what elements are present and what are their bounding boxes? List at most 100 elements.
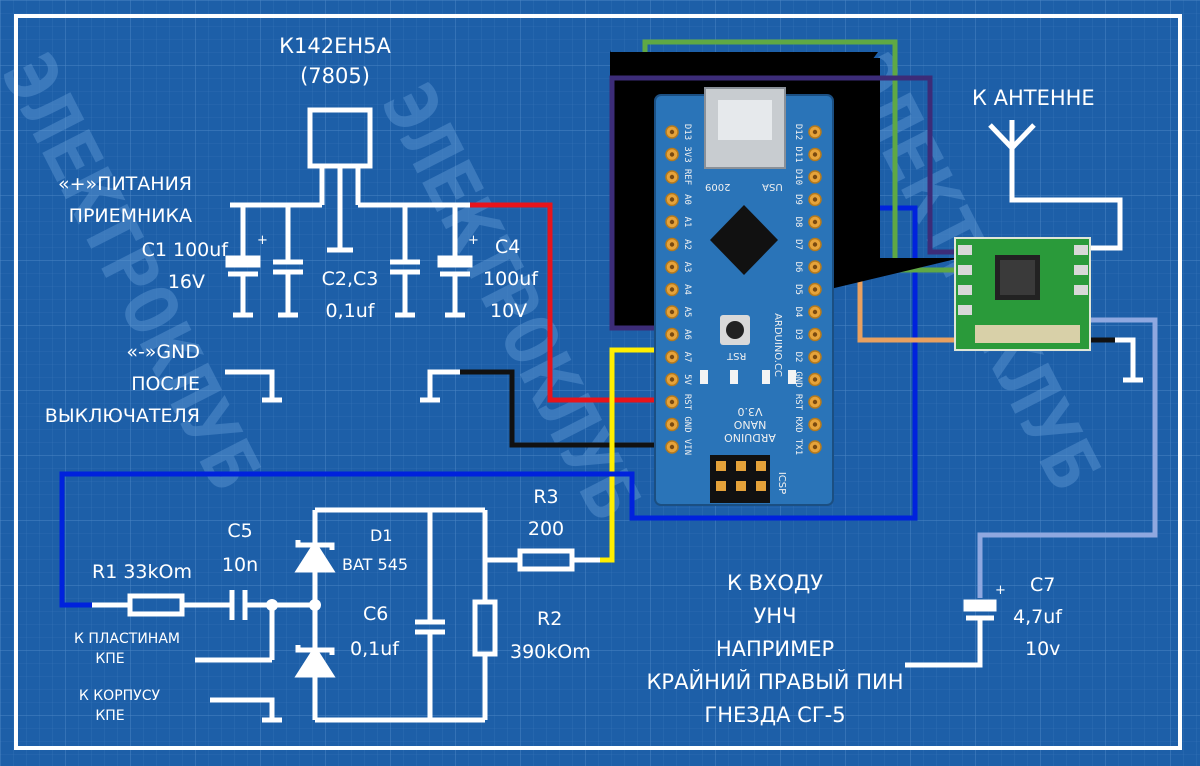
pin-left-hole <box>669 174 675 180</box>
pin-left-hole <box>669 422 675 427</box>
kpe-body-2: КПЕ <box>95 708 125 724</box>
pin-right-hole <box>812 197 818 202</box>
pin-left-hole <box>669 197 675 202</box>
pin-right-hole <box>812 444 818 450</box>
pin-left-hole <box>669 444 675 450</box>
pin-left-label: A6 <box>682 329 692 340</box>
pin-left-label: 3V3 <box>682 146 692 162</box>
gnd-label-3: ВЫКЛЮЧАТЕЛЯ <box>44 405 200 427</box>
power-supply-section <box>225 107 473 318</box>
board-line-3: V3.0 <box>737 405 763 418</box>
wire-purple <box>609 75 960 331</box>
pin-left-label: A4 <box>682 284 692 295</box>
mcu-chip <box>710 205 778 275</box>
c7-symbol <box>905 599 997 668</box>
pin-left-label: D13 <box>682 124 692 140</box>
arduino-year-text: 2009 <box>705 181 731 192</box>
d1-part: BAT 545 <box>342 555 409 574</box>
r2-name: R2 <box>537 608 563 630</box>
pin-right-hole <box>812 422 818 427</box>
r2-value: 390kOm <box>510 641 591 663</box>
c6-name: С6 <box>363 603 389 625</box>
pin-right-hole <box>812 287 818 292</box>
pin-right-hole <box>812 264 818 270</box>
c4-voltage: 10V <box>490 300 528 322</box>
arduino-usa-text: USA <box>762 181 783 192</box>
wire-gnd <box>460 369 675 448</box>
c23-name: С2,С3 <box>321 268 379 290</box>
antenna-wire <box>988 120 1143 383</box>
pin-right-label: RST <box>793 394 803 411</box>
pin-left-hole <box>669 242 675 247</box>
svg-text:+: + <box>468 233 479 248</box>
arduino-rst-text: RST <box>727 350 747 361</box>
pin-right-label: D7 <box>793 239 803 250</box>
kpe-body-1: К КОРПУСУ <box>78 688 160 704</box>
arduino-board-name: ARDUINO NANO V3.0 <box>715 405 785 444</box>
gnd-switch-right <box>427 369 470 400</box>
amp-input-5: ГНЕЗДА СГ-5 <box>704 703 846 727</box>
pin-right-label: D12 <box>793 124 803 140</box>
r3-name: R3 <box>533 486 559 508</box>
pin-right-label: D11 <box>793 146 803 162</box>
amp-input-3: НАПРИМЕР <box>715 637 835 661</box>
pin-left-label: A5 <box>682 307 692 318</box>
pin-right-label: D6 <box>793 262 803 273</box>
antenna-label: К АНТЕННЕ <box>972 86 1095 110</box>
pin-left-hole <box>669 219 675 225</box>
pin-right-hole <box>812 377 818 382</box>
pin-right-label: GND <box>793 371 803 387</box>
pin-left-hole <box>669 399 675 405</box>
c1-voltage: 16V <box>167 271 205 293</box>
c4-name: С4 <box>495 236 521 258</box>
detector-section <box>90 507 600 723</box>
amp-input-4: КРАЙНИЙ ПРАВЫЙ ПИН <box>646 670 904 694</box>
pin-right-label: TX1 <box>793 439 803 455</box>
c23-value: 0,1uf <box>325 300 375 322</box>
pin-left-label: 5V <box>682 374 692 385</box>
pin-left-label: A0 <box>682 194 692 205</box>
pin-right-hole <box>812 399 818 405</box>
pin-right-hole <box>812 309 818 315</box>
pin-left-hole <box>669 152 675 157</box>
arduino-icsp-text: ICSP <box>776 471 788 495</box>
pin-left-label: A1 <box>682 217 692 228</box>
d1-name: D1 <box>370 526 393 545</box>
pin-right-hole <box>812 242 818 247</box>
pin-right-label: D10 <box>793 169 803 185</box>
kpe-plates-2: КПЕ <box>95 651 125 667</box>
pin-left-label: A7 <box>682 352 692 363</box>
gnd-switch-left <box>225 369 275 400</box>
svg-text:+: + <box>995 583 1006 598</box>
board-line-1: ARDUINO <box>724 431 776 444</box>
c5-name: С5 <box>227 520 253 542</box>
pin-left-label: A3 <box>682 262 692 273</box>
pin-right-hole <box>812 332 818 337</box>
c1-name: С1 100uf <box>141 239 228 261</box>
c6-value: 0,1uf <box>350 638 399 660</box>
pin-left-hole <box>669 377 675 382</box>
c7-name: С7 <box>1030 574 1056 596</box>
c7-voltage: 10v <box>1025 638 1061 660</box>
power-plus-label-1: «+»ПИТАНИЯ <box>58 173 192 195</box>
pin-right-hole <box>812 174 818 180</box>
pin-left-label: RST <box>682 394 692 411</box>
amp-input-2: УНЧ <box>753 604 797 628</box>
pin-left-label: A2 <box>682 239 692 250</box>
pin-left-label: VIN <box>682 439 692 455</box>
pin-right-label: D5 <box>793 284 803 295</box>
pin-right-label: D3 <box>793 329 803 340</box>
arduino-cc-text: ARDUINO.CC <box>771 313 783 377</box>
gnd-label-1: «-»GND <box>126 341 200 363</box>
regulator-alt: (7805) <box>300 64 370 88</box>
pin-left-hole <box>669 354 675 360</box>
regulator-part: К142ЕН5А <box>279 34 391 58</box>
pin-right-label: RXD <box>793 416 803 432</box>
pin-right-label: D2 <box>793 352 803 363</box>
arduino-nano <box>654 87 834 506</box>
